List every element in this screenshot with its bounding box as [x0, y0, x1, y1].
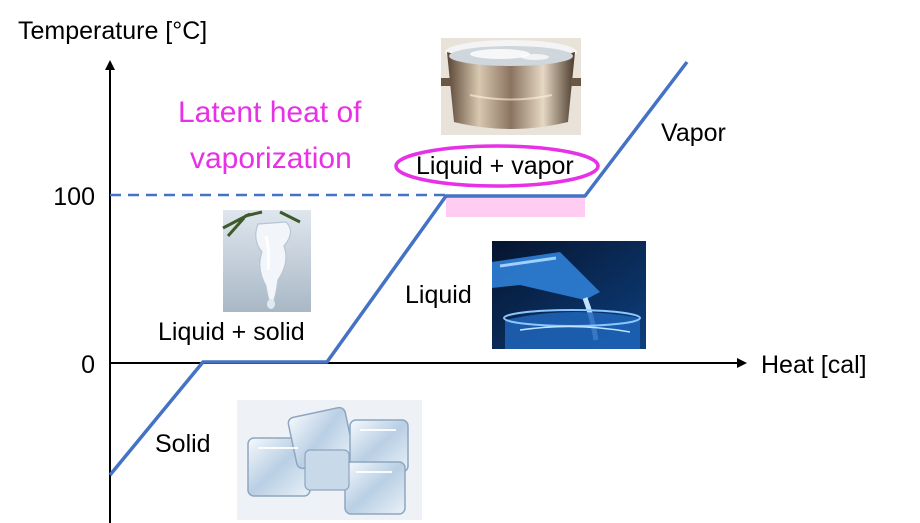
phase-label-liquid: Liquid — [405, 281, 472, 309]
x-axis-label: Heat [cal] — [761, 351, 867, 379]
annotation-line1: Latent heat of — [178, 96, 362, 129]
tick-label-100: 100 — [53, 183, 95, 211]
phase-label-liquid-solid: Liquid + solid — [158, 318, 305, 346]
boiling-pot-image — [441, 38, 581, 135]
heating-curve — [108, 60, 689, 477]
annotation-line2: vaporization — [190, 142, 352, 175]
icicle-image — [222, 210, 311, 312]
water-pouring-image — [492, 241, 646, 349]
phase-label-solid: Solid — [155, 430, 211, 458]
phase-label-vapor: Vapor — [661, 119, 726, 147]
latent-heat-highlight — [446, 196, 585, 217]
annotation-ellipse — [394, 144, 600, 188]
ice-cubes-image — [237, 400, 422, 520]
phase-label-liquid-vapor: Liquid + vapor — [416, 152, 574, 180]
tick-label-0: 0 — [81, 351, 95, 379]
y-axis-label: Temperature [°C] — [18, 17, 207, 45]
